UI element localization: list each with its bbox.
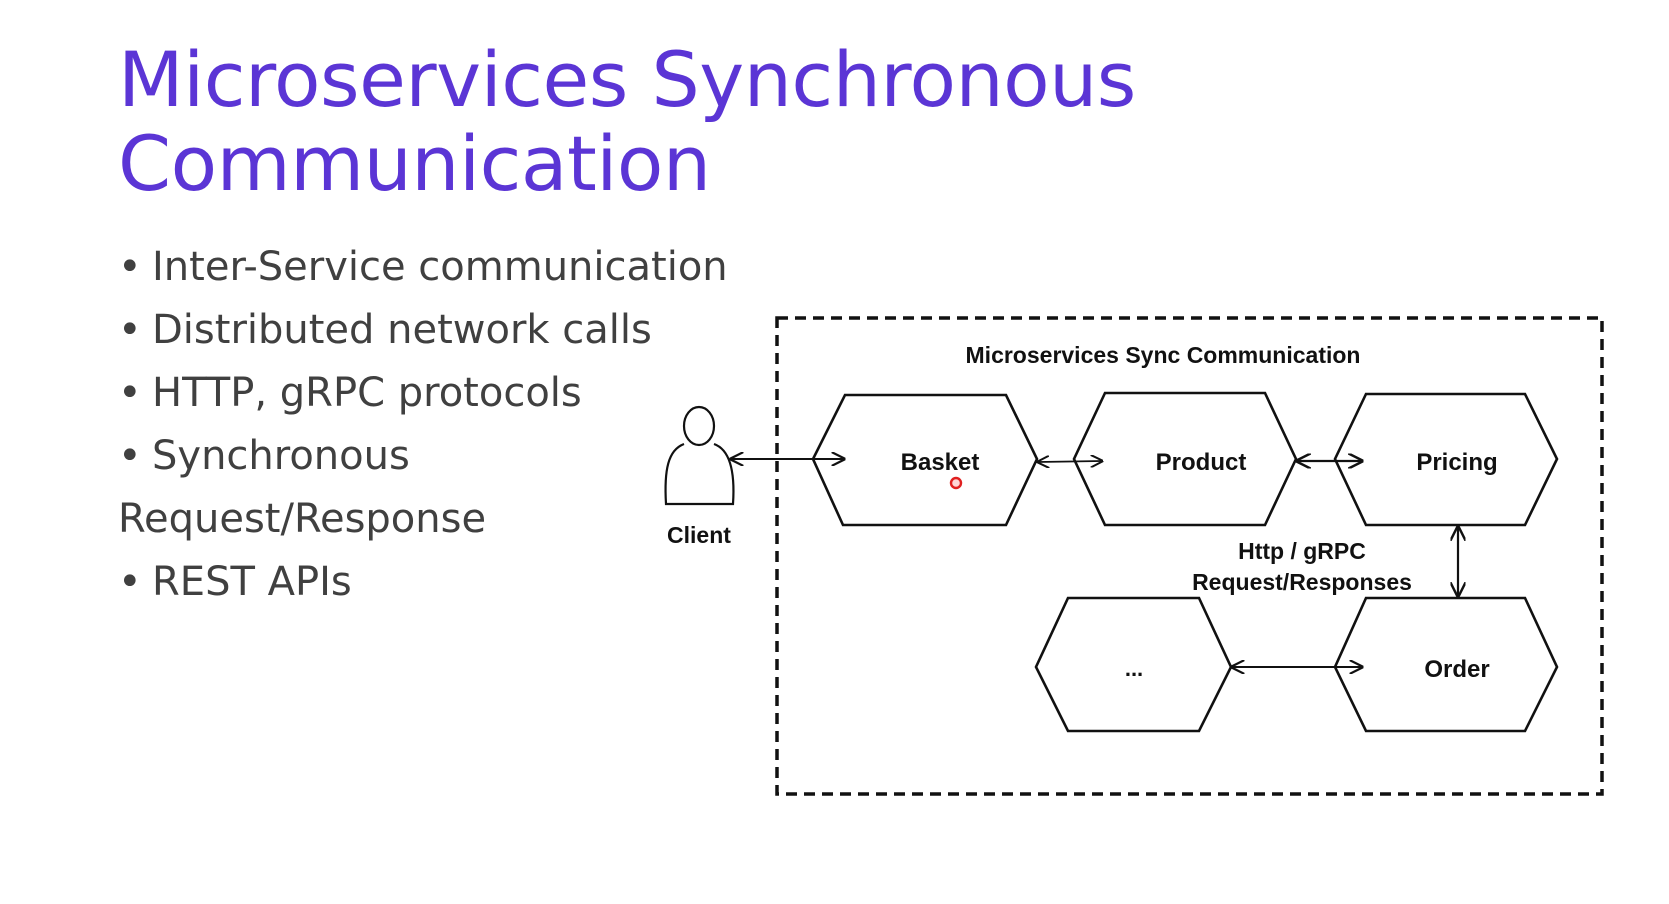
more-services-node [1034,596,1233,733]
bullet-continuation: Request/Response [118,488,728,551]
bullet-dot: • [118,244,142,290]
bullet-item: •Inter-Service communication [118,236,728,299]
edge-label-protocol: Http / gRPC [1238,538,1366,564]
product-label: Product [1156,449,1247,476]
bullet-item: •REST APIs [118,551,728,614]
bullet-text: REST APIs [152,559,352,605]
bullet-list: •Inter-Service communication •Distribute… [118,236,728,614]
bullet-text: Inter-Service communication [152,244,728,290]
pricing-label: Pricing [1416,449,1497,476]
more-services-label: ... [1125,656,1143,681]
client-label: Client [667,522,731,548]
slide-title: Microservices Synchronous Communication [118,35,1136,208]
bullet-dot: • [118,559,142,605]
edge-label-request: Request/Responses [1192,569,1412,595]
bullet-dot: • [118,370,142,416]
bullet-item: •Distributed network calls [118,299,728,362]
bullet-item: •Synchronous [118,425,728,488]
bullet-dot: • [118,433,142,479]
bullet-text: Request/Response [118,496,487,542]
order-label: Order [1424,656,1489,683]
basket-product-arrow [1038,461,1102,462]
cursor-pointer-icon [949,476,963,490]
bullet-dot: • [118,307,142,353]
bullet-text: Distributed network calls [152,307,652,353]
basket-label: Basket [901,449,980,476]
basket-service-node [811,393,1039,527]
client-person-icon [664,405,735,506]
bullet-text: HTTP, gRPC protocols [152,370,582,416]
bullet-item: •HTTP, gRPC protocols [118,362,728,425]
bullet-text: Synchronous [152,433,410,479]
diagram-title: Microservices Sync Communication [966,342,1361,368]
diagram-boundary [775,316,1604,796]
